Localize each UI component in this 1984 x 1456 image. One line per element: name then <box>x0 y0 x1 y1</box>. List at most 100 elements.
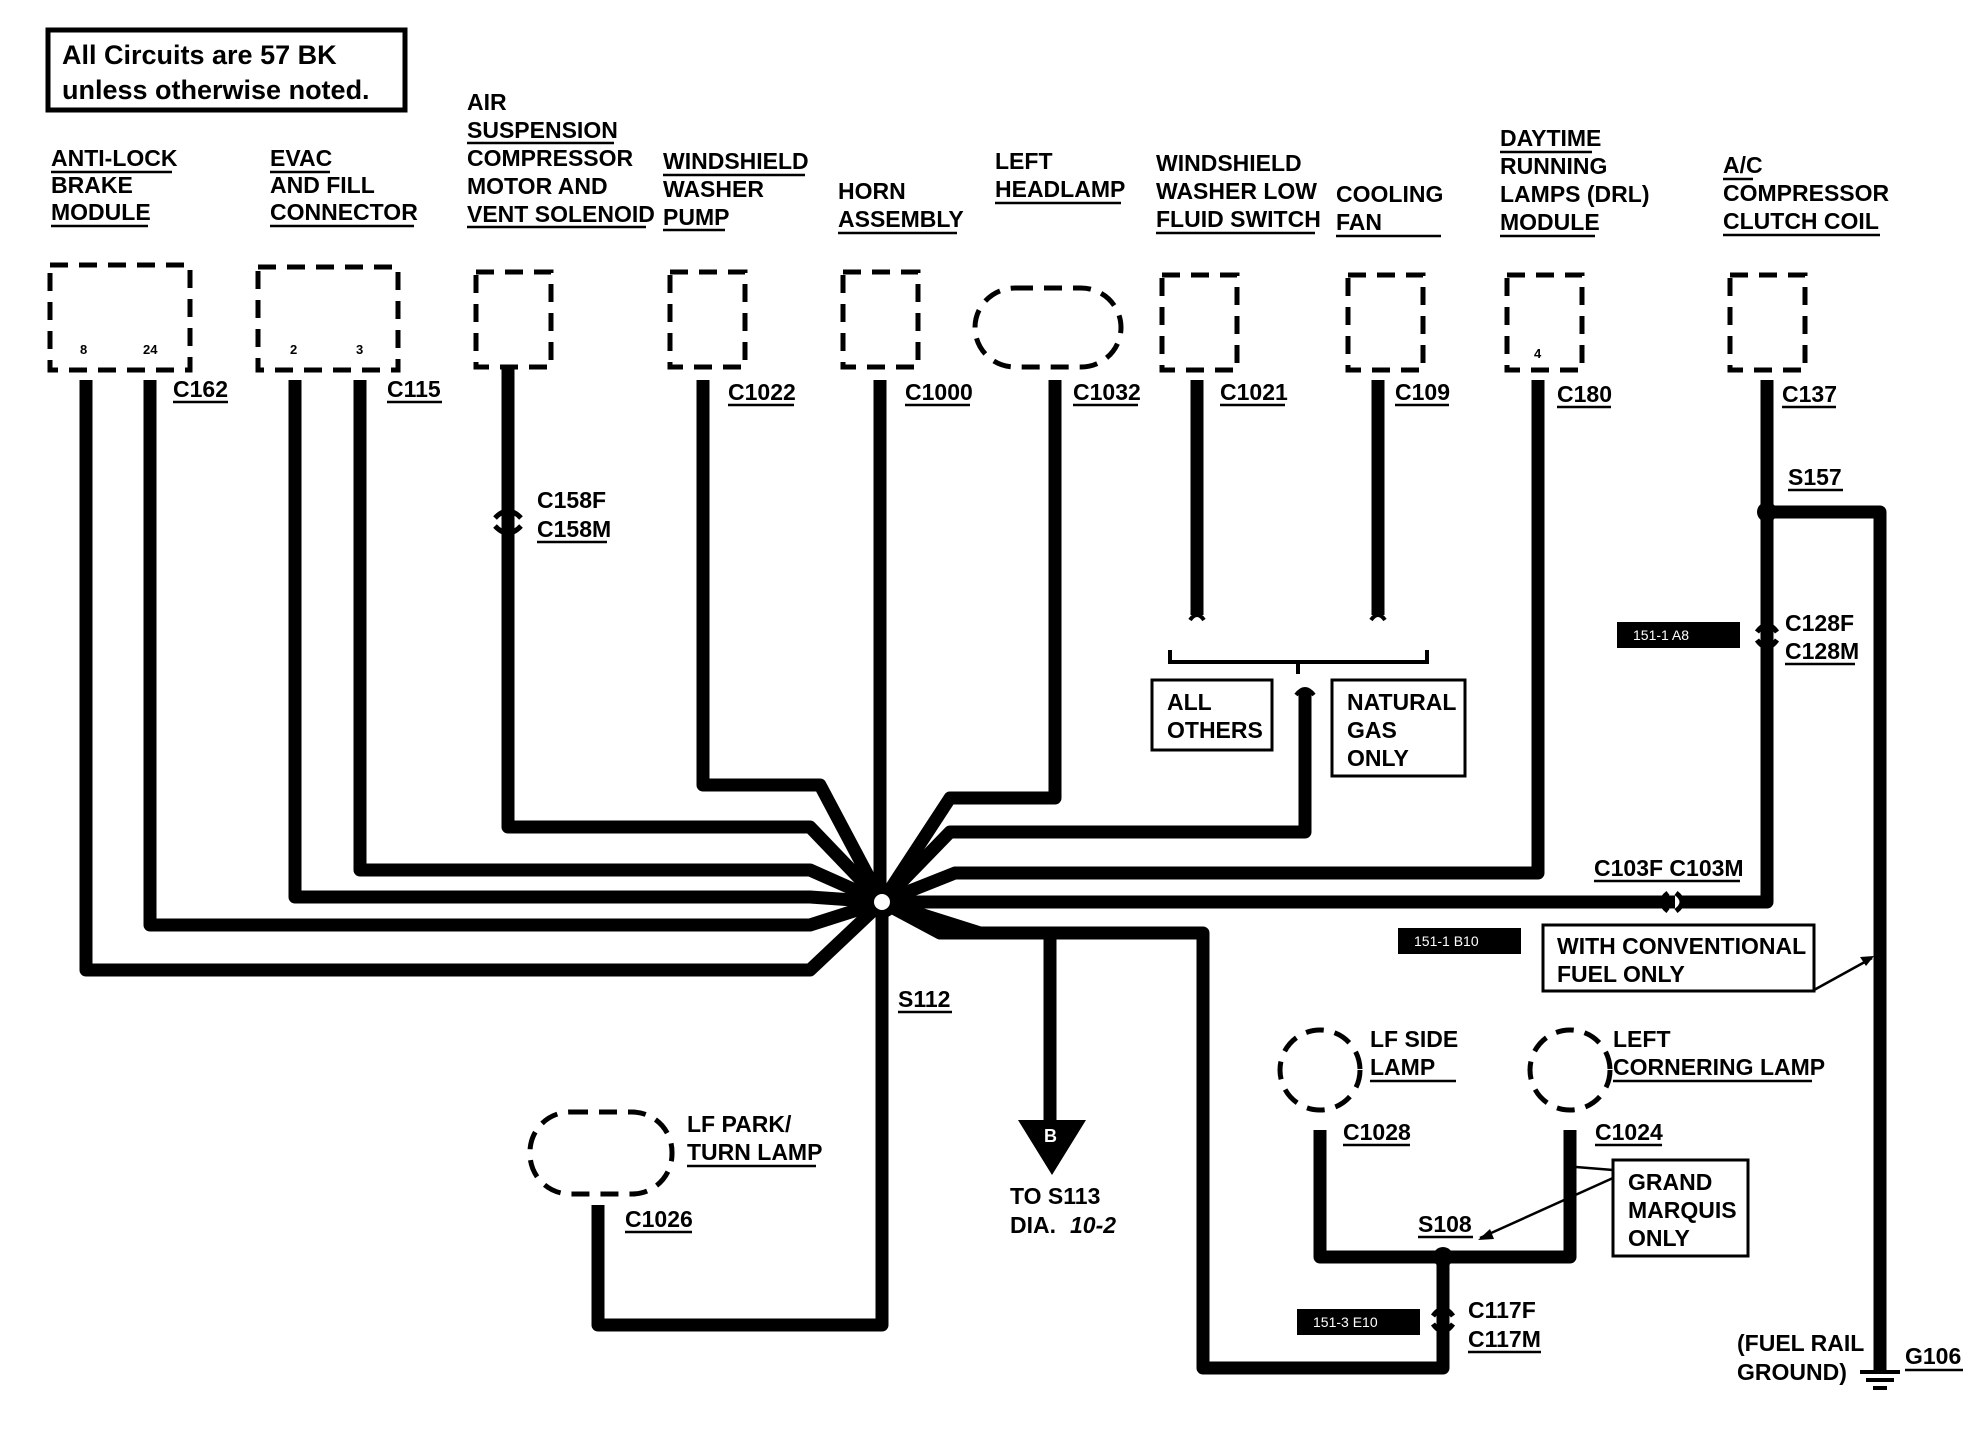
svg-text:GRAND: GRAND <box>1628 1169 1712 1195</box>
svg-text:3: 3 <box>356 342 363 357</box>
svg-text:DIA.: DIA. <box>1010 1212 1056 1238</box>
svg-text:MODULE: MODULE <box>51 199 151 225</box>
svg-text:151-1 A8: 151-1 A8 <box>1633 627 1689 643</box>
svg-text:RUNNING: RUNNING <box>1500 153 1607 179</box>
svg-text:unless otherwise noted.: unless otherwise noted. <box>62 75 370 105</box>
svg-text:2: 2 <box>290 342 297 357</box>
svg-text:C137: C137 <box>1782 381 1837 407</box>
svg-text:LF PARK/: LF PARK/ <box>687 1111 792 1137</box>
svg-text:NATURAL: NATURAL <box>1347 689 1456 715</box>
svg-text:C115: C115 <box>387 376 441 402</box>
svg-text:TURN LAMP: TURN LAMP <box>687 1139 822 1165</box>
general-note: All Circuits are 57 BK unless otherwise … <box>45 27 408 113</box>
offpage-arrow <box>1018 1120 1086 1175</box>
svg-text:FLUID SWITCH: FLUID SWITCH <box>1156 206 1321 232</box>
svg-text:GAS: GAS <box>1347 717 1397 743</box>
svg-text:151-3 E10: 151-3 E10 <box>1313 1314 1378 1330</box>
svg-text:AIR: AIR <box>467 89 507 115</box>
component-outlines <box>47 262 1808 1197</box>
svg-text:151-1 B10: 151-1 B10 <box>1414 933 1479 949</box>
svg-text:A/C: A/C <box>1723 152 1763 178</box>
svg-text:SUSPENSION: SUSPENSION <box>467 117 618 143</box>
svg-text:BRAKE: BRAKE <box>51 172 133 198</box>
svg-text:DAYTIME: DAYTIME <box>1500 125 1601 151</box>
svg-text:LF SIDE: LF SIDE <box>1370 1026 1458 1052</box>
svg-text:COMPRESSOR: COMPRESSOR <box>467 145 634 171</box>
svg-text:8: 8 <box>80 342 87 357</box>
svg-text:WITH CONVENTIONAL: WITH CONVENTIONAL <box>1557 933 1806 959</box>
svg-text:LAMP: LAMP <box>1370 1054 1435 1080</box>
offpage-reference: TO S113 DIA. 10-2 <box>1010 1183 1116 1238</box>
svg-text:(FUEL RAIL: (FUEL RAIL <box>1737 1330 1864 1356</box>
svg-text:TO S113: TO S113 <box>1010 1183 1100 1209</box>
svg-text:10-2: 10-2 <box>1070 1212 1116 1238</box>
svg-text:C1032: C1032 <box>1073 379 1141 405</box>
ground-g106: G106 (FUEL RAIL GROUND) <box>1737 1330 1961 1390</box>
svg-text:C117M: C117M <box>1468 1326 1541 1352</box>
svg-text:C162: C162 <box>173 376 228 402</box>
svg-text:C180: C180 <box>1557 381 1612 407</box>
svg-text:C1022: C1022 <box>728 379 796 405</box>
svg-text:C128M: C128M <box>1785 638 1859 664</box>
svg-text:ALL: ALL <box>1167 689 1212 715</box>
svg-text:MARQUIS: MARQUIS <box>1628 1197 1737 1223</box>
svg-text:CLUTCH COIL: CLUTCH COIL <box>1723 208 1879 234</box>
svg-text:ONLY: ONLY <box>1628 1225 1690 1251</box>
svg-text:S112: S112 <box>898 986 950 1012</box>
wires <box>79 365 1887 1375</box>
bracket <box>1168 650 1429 674</box>
svg-text:FAN: FAN <box>1336 209 1382 235</box>
svg-text:WASHER LOW: WASHER LOW <box>1156 178 1317 204</box>
component-labels: ANTI-LOCK BRAKE MODULE EVAC AND FILL CON… <box>51 89 1890 1165</box>
svg-text:C1026: C1026 <box>625 1206 693 1232</box>
svg-text:CORNERING LAMP: CORNERING LAMP <box>1613 1054 1825 1080</box>
svg-text:MOTOR AND: MOTOR AND <box>467 173 608 199</box>
svg-text:VENT SOLENOID: VENT SOLENOID <box>467 201 655 227</box>
svg-text:C103F C103M: C103F C103M <box>1594 855 1744 881</box>
svg-text:C109: C109 <box>1395 379 1450 405</box>
note-box-grand-marquis: GRAND MARQUIS ONLY <box>1478 1158 1750 1258</box>
note-box-natural-gas: NATURAL GAS ONLY <box>1330 678 1467 778</box>
svg-text:COOLING: COOLING <box>1336 181 1443 207</box>
svg-text:HORN: HORN <box>838 178 906 204</box>
svg-text:MODULE: MODULE <box>1500 209 1600 235</box>
svg-text:GROUND): GROUND) <box>1737 1359 1847 1385</box>
svg-text:WINDSHIELD: WINDSHIELD <box>663 148 809 174</box>
svg-text:ANTI-LOCK: ANTI-LOCK <box>51 145 178 171</box>
svg-text:ASSEMBLY: ASSEMBLY <box>838 206 964 232</box>
svg-text:B: B <box>1044 1126 1057 1146</box>
ref-tag-2: 151-1 B10 <box>1398 928 1521 954</box>
svg-text:C158M: C158M <box>537 516 611 542</box>
svg-text:G106: G106 <box>1905 1343 1961 1369</box>
svg-text:OTHERS: OTHERS <box>1167 717 1263 743</box>
connector-marks <box>493 508 1780 1334</box>
note-box-all-others: ALL OTHERS <box>1150 678 1274 752</box>
label-underlines <box>51 141 1963 1372</box>
svg-text:C128F: C128F <box>1785 610 1854 636</box>
svg-text:S157: S157 <box>1788 464 1842 490</box>
svg-text:LEFT: LEFT <box>995 148 1053 174</box>
svg-text:C1021: C1021 <box>1220 379 1288 405</box>
svg-text:ONLY: ONLY <box>1347 745 1409 771</box>
svg-text:C117F: C117F <box>1468 1297 1536 1323</box>
svg-text:LEFT: LEFT <box>1613 1026 1671 1052</box>
splice-s112 <box>866 886 898 918</box>
svg-text:WASHER: WASHER <box>663 176 764 202</box>
ref-tag-1: 151-1 A8 <box>1617 622 1740 648</box>
svg-text:C158F: C158F <box>537 487 606 513</box>
svg-text:All Circuits are 57 BK: All Circuits are 57 BK <box>62 40 337 70</box>
svg-text:24: 24 <box>143 342 158 357</box>
svg-text:C1000: C1000 <box>905 379 973 405</box>
svg-text:C1024: C1024 <box>1595 1119 1663 1145</box>
svg-text:C1028: C1028 <box>1343 1119 1411 1145</box>
svg-text:WINDSHIELD: WINDSHIELD <box>1156 150 1302 176</box>
svg-text:CONNECTOR: CONNECTOR <box>270 199 418 225</box>
svg-text:FUEL ONLY: FUEL ONLY <box>1557 961 1685 987</box>
svg-text:AND FILL: AND FILL <box>270 172 375 198</box>
ref-tag-3: 151-3 E10 <box>1297 1309 1420 1335</box>
svg-text:S108: S108 <box>1418 1211 1472 1237</box>
svg-text:PUMP: PUMP <box>663 204 729 230</box>
svg-text:LAMPS (DRL): LAMPS (DRL) <box>1500 181 1649 207</box>
